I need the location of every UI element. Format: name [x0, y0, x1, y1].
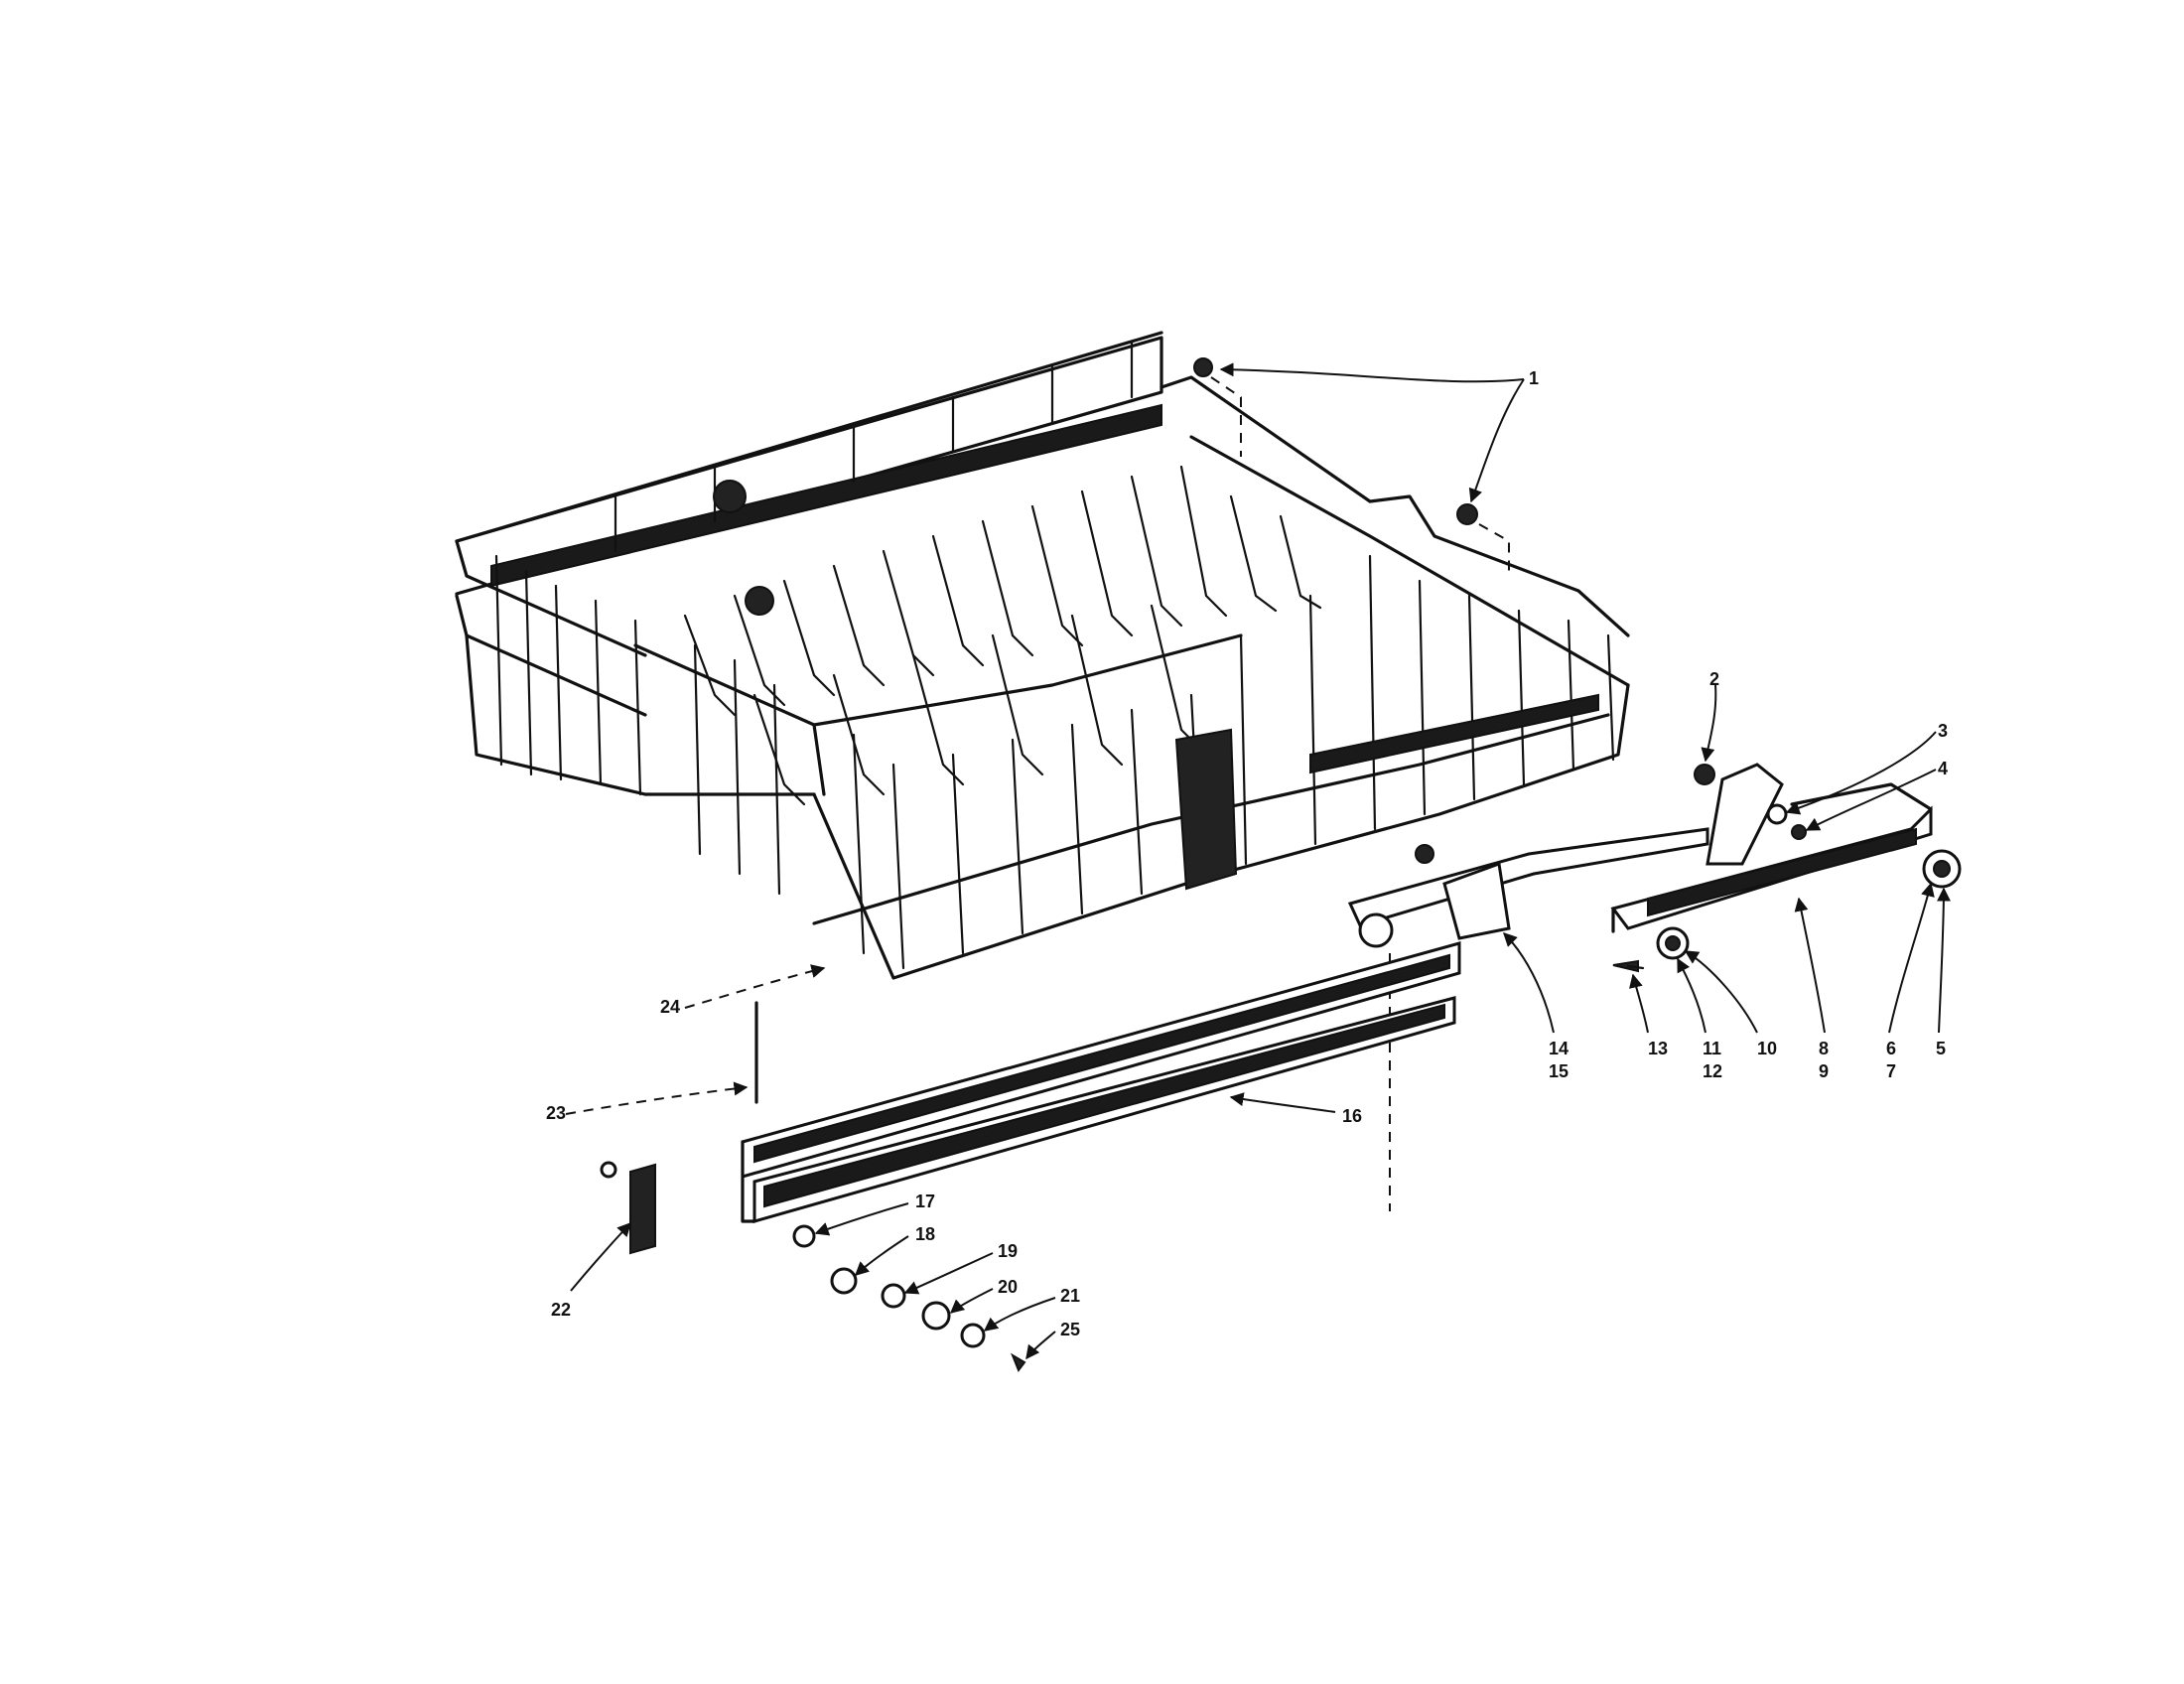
- lower-track-16: [741, 941, 1461, 1223]
- dish-rack-basket: [455, 331, 1630, 980]
- callout-20: 20: [998, 1277, 1018, 1297]
- callout-12: 12: [1703, 1061, 1722, 1081]
- callout-2: 2: [1709, 669, 1719, 689]
- part-22-bracket: [629, 1163, 656, 1255]
- callout-17: 17: [915, 1192, 935, 1211]
- back-roller-icon: [745, 586, 774, 616]
- callout-4: 4: [1938, 759, 1948, 778]
- cap-icon: [1193, 357, 1213, 377]
- part-19-icon: [881, 1283, 906, 1309]
- callout-21: 21: [1060, 1286, 1080, 1306]
- small-parts: [792, 1202, 1056, 1373]
- rack-tines: [683, 465, 1322, 806]
- callout-13: 13: [1648, 1039, 1668, 1058]
- part-20-icon: [921, 1301, 951, 1331]
- part-21-icon: [960, 1323, 986, 1348]
- callout-9: 9: [1819, 1061, 1829, 1081]
- callout-22: 22: [551, 1300, 571, 1320]
- part-4-icon: [1791, 824, 1807, 840]
- part-18-icon: [830, 1267, 858, 1295]
- callout-19: 19: [998, 1241, 1018, 1261]
- callout-15: 15: [1549, 1061, 1569, 1081]
- back-roller-icon: [713, 480, 747, 513]
- rack-hinge-plate: [1174, 728, 1238, 891]
- right-slide-assembly: [1347, 684, 1962, 1211]
- rack-back-rail: [490, 403, 1162, 588]
- lever-bracket: [1442, 861, 1511, 940]
- part-2-icon: [1694, 764, 1715, 785]
- lever-roller-icon: [1358, 912, 1394, 948]
- part-13-screw-icon: [1612, 959, 1639, 973]
- rack-right-rail: [1309, 693, 1599, 774]
- cap-icon: [1456, 503, 1478, 525]
- rack-side-wires: [494, 554, 1615, 970]
- callout-5: 5: [1936, 1039, 1946, 1058]
- callout-3: 3: [1938, 721, 1948, 741]
- callout-1: 1: [1529, 368, 1539, 388]
- left-parts: [565, 964, 826, 1292]
- callout-7: 7: [1886, 1061, 1896, 1081]
- part-17-icon: [792, 1224, 816, 1248]
- hinge-arm: [1706, 763, 1784, 866]
- callout-23: 23: [546, 1103, 566, 1123]
- callout-11: 11: [1703, 1039, 1721, 1058]
- part-25-screw-icon: [1010, 1352, 1026, 1373]
- callout-18: 18: [915, 1224, 935, 1244]
- callout-6: 6: [1886, 1039, 1896, 1058]
- callout-10: 10: [1757, 1039, 1777, 1058]
- part-1-caps: [1193, 357, 1525, 576]
- callout-25: 25: [1060, 1320, 1080, 1339]
- part-3-icon: [1766, 803, 1788, 825]
- rack-back-wires: [614, 341, 1134, 553]
- lever-nut-icon: [1415, 844, 1434, 864]
- callout-14: 14: [1549, 1039, 1569, 1058]
- callout-16: 16: [1342, 1106, 1362, 1126]
- callout-8: 8: [1819, 1039, 1829, 1058]
- callout-24: 24: [660, 997, 680, 1017]
